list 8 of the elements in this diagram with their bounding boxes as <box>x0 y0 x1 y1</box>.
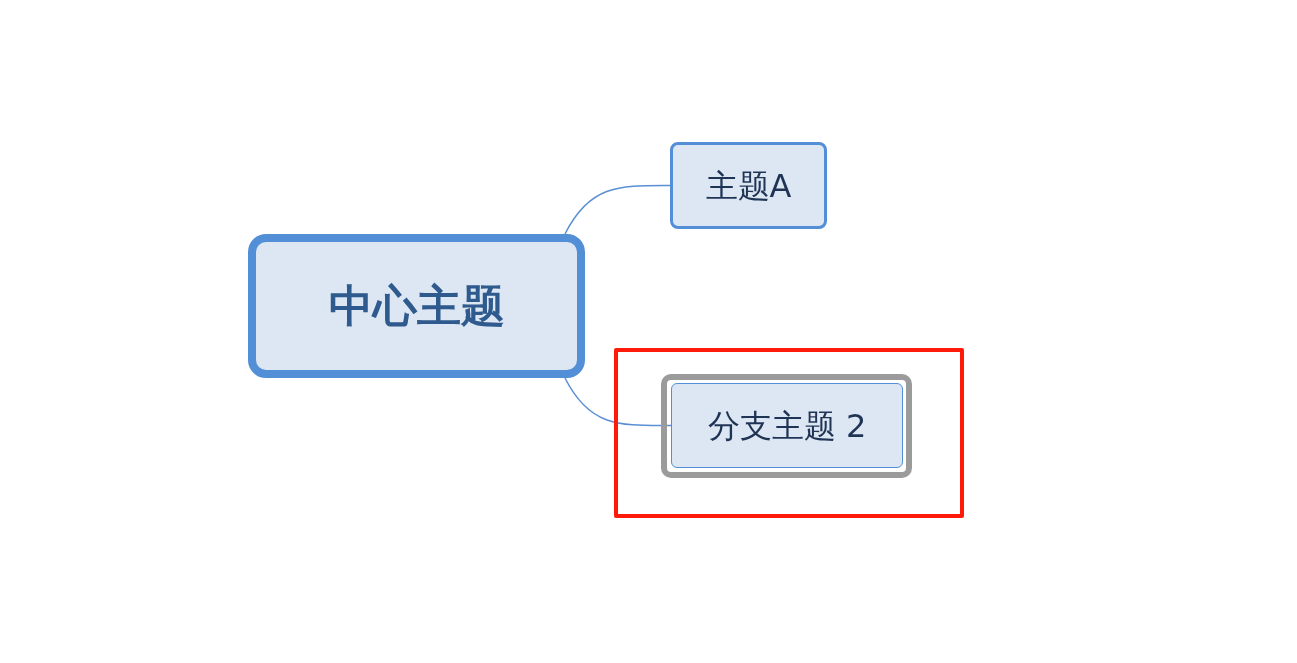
topic-text: 中心主题 <box>328 279 505 333</box>
branch-line <box>564 377 672 427</box>
branch-line <box>564 184 671 235</box>
central-topic-box <box>248 234 585 378</box>
topic-box <box>670 142 827 229</box>
subtopic-box <box>671 383 903 468</box>
topic-text: 主题A <box>705 165 792 207</box>
topic-text: 分支主题 2 <box>707 405 867 447</box>
